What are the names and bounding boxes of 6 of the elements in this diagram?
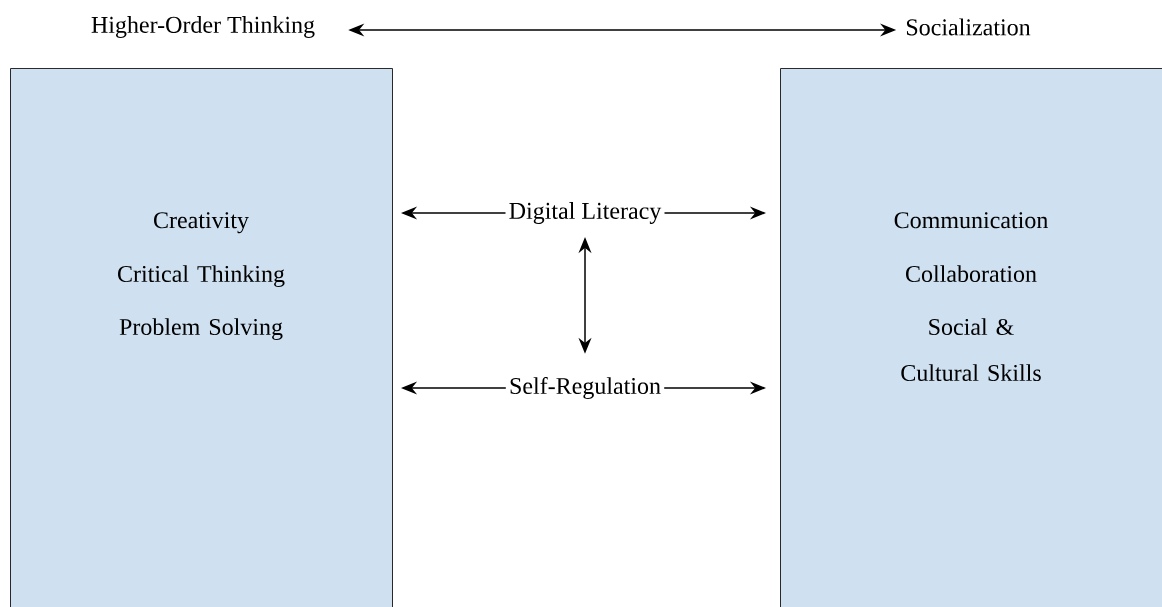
heading-text: Self-Regulation: [510, 376, 661, 400]
heading-text: Socialization: [906, 18, 1031, 36]
text-box: Creativity Critical Thinking Problem Solving: [10, 68, 393, 607]
text-box: Communication Collaboration Social & Cultural Skills: [780, 68, 1162, 607]
heading-text: Higher-Order Thinking: [91, 16, 315, 38]
heading-text: Digital Literacy: [509, 202, 662, 224]
